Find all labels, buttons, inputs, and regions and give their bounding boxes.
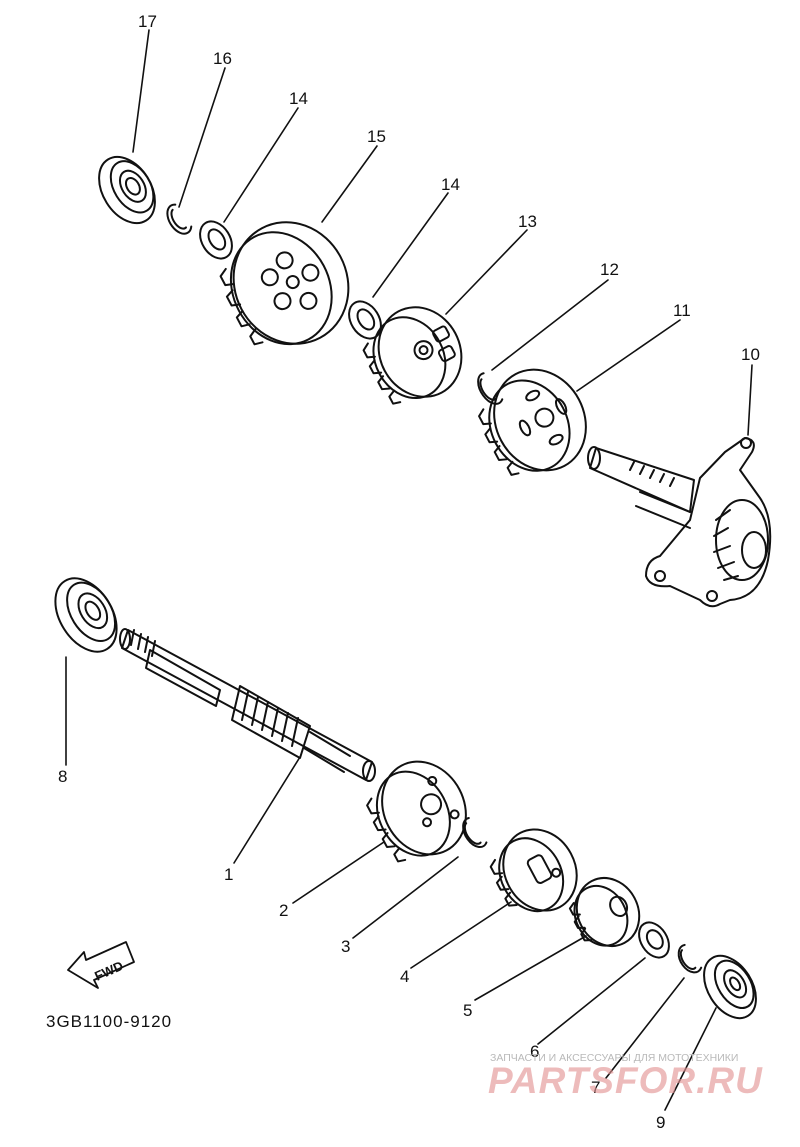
circlip-16 xyxy=(166,203,193,235)
callout-14-upper: 14 xyxy=(289,89,308,108)
callout-8: 8 xyxy=(58,767,67,786)
washer-14-lower xyxy=(348,300,382,340)
callout-1: 1 xyxy=(224,865,233,884)
callout-5: 5 xyxy=(463,1001,472,1020)
callout-15: 15 xyxy=(367,127,386,146)
bearing-9 xyxy=(703,954,757,1020)
callout-2: 2 xyxy=(279,901,288,920)
gear-13 xyxy=(362,306,463,405)
gear-11 xyxy=(478,368,587,476)
callout-14-lower: 14 xyxy=(441,175,460,194)
fwd-arrow-label: FWD xyxy=(92,958,125,984)
callout-7: 7 xyxy=(591,1078,600,1097)
callout-13: 13 xyxy=(518,212,537,231)
callout-3: 3 xyxy=(341,937,350,956)
shaft-assembly-10 xyxy=(587,437,772,608)
circlip-3 xyxy=(462,817,488,849)
callout-numbers: 17 16 14 15 14 13 12 11 10 8 1 2 3 4 5 6… xyxy=(58,12,760,1132)
main-shaft-1 xyxy=(119,628,376,782)
watermark-tagline: ЗАПЧАСТИ И АКСЕССУАРЫ ДЛЯ МОТОТЕХНИКИ xyxy=(490,1052,739,1064)
callout-9: 9 xyxy=(656,1113,665,1132)
callout-10: 10 xyxy=(741,345,760,364)
gear-4 xyxy=(489,828,578,913)
callout-4: 4 xyxy=(400,967,409,986)
washer-14-upper xyxy=(199,220,233,260)
drawing-code: 3GB1100-9120 xyxy=(46,1012,173,1031)
callout-6: 6 xyxy=(530,1042,539,1061)
bearing-17 xyxy=(98,155,156,225)
callout-11: 11 xyxy=(673,301,691,320)
callout-12: 12 xyxy=(600,260,619,279)
watermark-site: PARTSFOR.RU xyxy=(488,1060,763,1101)
gear-5 xyxy=(568,877,641,947)
leader-lines xyxy=(65,29,753,1111)
callout-17: 17 xyxy=(138,12,157,31)
washer-6 xyxy=(638,921,670,959)
bearing-8 xyxy=(54,577,118,653)
gear-2 xyxy=(366,760,467,863)
gear-15 xyxy=(219,221,350,346)
fwd-arrow-icon: FWD xyxy=(67,941,135,989)
callout-16: 16 xyxy=(213,49,232,68)
circlip-7 xyxy=(677,943,703,974)
